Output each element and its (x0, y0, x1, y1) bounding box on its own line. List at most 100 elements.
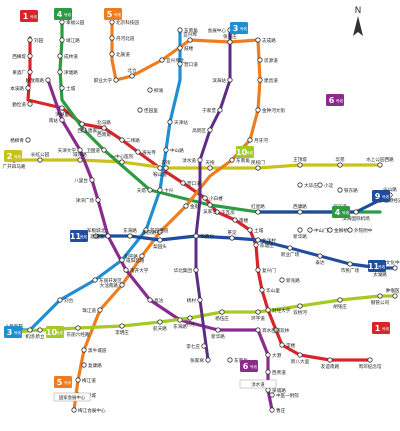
station-marker[interactable] (214, 209, 220, 215)
station-marker[interactable] (59, 19, 65, 25)
station-marker[interactable] (229, 157, 235, 163)
station-marker[interactable] (197, 297, 203, 303)
station-marker[interactable] (59, 85, 65, 91)
station-marker[interactable] (180, 180, 186, 186)
station-marker[interactable] (269, 407, 275, 413)
station-marker[interactable] (27, 53, 33, 59)
station-marker[interactable] (207, 127, 213, 133)
station-marker[interactable] (255, 165, 261, 171)
station-marker[interactable] (317, 182, 323, 188)
station-marker[interactable] (147, 297, 153, 303)
station-marker[interactable] (92, 277, 98, 283)
station-marker[interactable] (257, 57, 263, 63)
station-marker[interactable] (27, 69, 33, 75)
station-marker[interactable] (327, 227, 333, 233)
station-marker[interactable] (113, 77, 119, 83)
station-marker[interactable] (227, 357, 233, 363)
station-marker[interactable] (57, 297, 63, 303)
station-marker[interactable] (101, 125, 107, 131)
station-marker[interactable] (229, 235, 235, 241)
station-marker[interactable] (255, 237, 261, 243)
station-marker[interactable] (392, 265, 398, 271)
station-marker[interactable] (177, 61, 183, 67)
station-marker[interactable] (347, 261, 353, 267)
station-marker[interactable] (77, 157, 83, 163)
station-marker[interactable] (205, 357, 211, 363)
station-marker[interactable] (37, 327, 43, 333)
station-marker[interactable] (219, 309, 225, 315)
station-marker[interactable] (93, 233, 99, 239)
station-marker[interactable] (377, 162, 383, 168)
station-marker[interactable] (157, 319, 163, 325)
station-marker[interactable] (119, 282, 125, 288)
station-marker[interactable] (377, 293, 383, 299)
station-marker[interactable] (265, 307, 271, 313)
station-marker[interactable] (337, 162, 343, 168)
station-marker[interactable] (59, 37, 65, 43)
station-marker[interactable] (71, 407, 77, 413)
station-marker[interactable] (27, 327, 33, 333)
station-marker[interactable] (123, 267, 129, 273)
station-marker[interactable] (157, 237, 163, 243)
station-marker[interactable] (255, 327, 261, 333)
station-marker[interactable] (253, 242, 259, 248)
station-marker[interactable] (317, 253, 323, 259)
station-marker[interactable] (257, 77, 263, 83)
station-marker[interactable] (193, 233, 199, 239)
station-marker[interactable] (347, 227, 353, 233)
station-marker[interactable] (227, 77, 233, 83)
station-marker[interactable] (143, 227, 149, 233)
station-marker[interactable] (139, 253, 145, 259)
station-marker[interactable] (247, 137, 253, 143)
station-marker[interactable] (79, 121, 85, 127)
station-marker[interactable] (259, 287, 265, 293)
station-marker[interactable] (147, 187, 153, 193)
station-marker[interactable] (89, 177, 95, 183)
station-marker[interactable] (227, 39, 233, 45)
station-marker[interactable] (119, 137, 125, 143)
station-marker[interactable] (201, 343, 207, 349)
station-marker[interactable] (183, 203, 189, 209)
station-marker[interactable] (207, 165, 213, 171)
station-marker[interactable] (135, 149, 141, 155)
station-marker[interactable] (105, 233, 111, 239)
station-marker[interactable] (57, 69, 63, 75)
station-marker[interactable] (163, 165, 169, 171)
station-marker[interactable] (177, 45, 183, 51)
station-marker[interactable] (75, 325, 81, 331)
station-marker[interactable] (202, 195, 208, 201)
station-marker[interactable] (392, 293, 398, 299)
station-marker[interactable] (247, 227, 253, 233)
station-marker[interactable] (147, 87, 153, 93)
station-marker[interactable] (167, 119, 173, 125)
station-marker[interactable] (207, 202, 213, 208)
station-marker[interactable] (307, 227, 313, 233)
station-marker[interactable] (177, 317, 183, 323)
station-marker[interactable] (119, 159, 125, 165)
station-marker[interactable] (269, 392, 275, 398)
station-marker[interactable] (77, 147, 83, 153)
station-marker[interactable] (255, 309, 261, 315)
station-marker[interactable] (367, 357, 373, 363)
station-marker[interactable] (287, 245, 293, 251)
station-marker[interactable] (297, 162, 303, 168)
station-marker[interactable] (159, 57, 165, 63)
station-marker[interactable] (57, 53, 63, 59)
station-marker[interactable] (157, 229, 163, 235)
station-marker[interactable] (197, 157, 203, 163)
station-marker[interactable] (109, 19, 115, 25)
station-marker[interactable] (177, 27, 183, 33)
station-marker[interactable] (109, 51, 115, 57)
station-marker[interactable] (297, 303, 303, 309)
station-marker[interactable] (265, 387, 271, 393)
station-marker[interactable] (119, 257, 125, 263)
station-marker[interactable] (255, 107, 261, 113)
